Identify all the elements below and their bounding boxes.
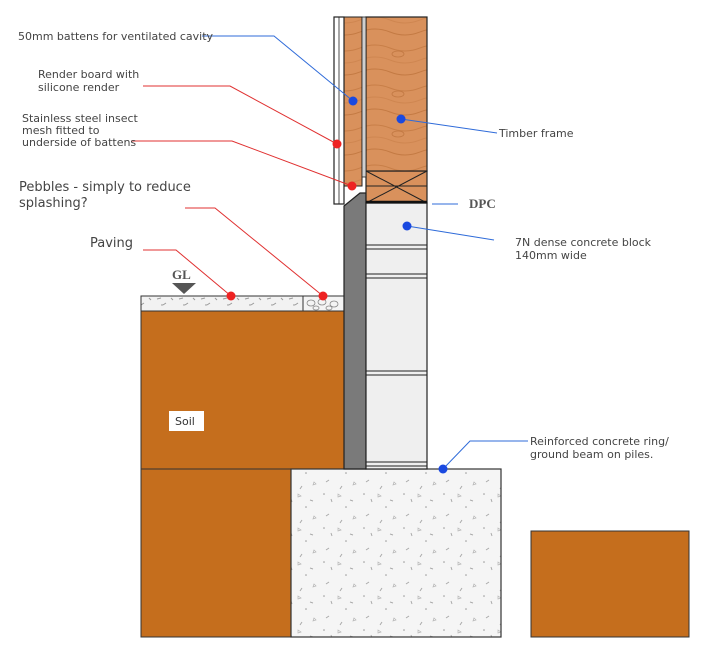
soil-lower-left [140, 468, 292, 638]
label-block-1: 7N dense concrete block [515, 236, 652, 249]
label-beam-2: ground beam on piles. [530, 448, 653, 461]
soil-label: Soil [175, 415, 195, 428]
timber-frame [365, 16, 428, 172]
paving-slab [140, 295, 304, 312]
gl-label: GL [172, 267, 191, 282]
sole-plate-cross [365, 170, 428, 204]
block-joints [366, 244, 427, 467]
label-block-2: 140mm wide [515, 249, 587, 262]
soil-right [530, 530, 690, 638]
ground-beam [290, 468, 502, 638]
label-dpc: DPC [469, 196, 496, 211]
cavity-render-board [343, 192, 367, 470]
concrete-block-wall [365, 202, 428, 470]
label-paving: Paving [90, 236, 133, 251]
label-mesh-2: mesh fitted to [22, 124, 100, 137]
label-render-board-1: Render board with [38, 68, 139, 81]
leaders-red [131, 85, 353, 297]
label-battens: 50mm battens for ventilated cavity [18, 30, 214, 43]
soil-label-box [169, 411, 204, 431]
circle-dot-icon [226, 96, 448, 474]
label-pebbles-2: splashing? [19, 196, 88, 211]
label-beam-1: Reinforced concrete ring/ [530, 435, 669, 448]
label-render-board-2: silicone render [38, 81, 120, 94]
label-mesh-1: Stainless steel insect [22, 112, 139, 125]
triangle-down-icon [172, 283, 196, 294]
leaders-blue [202, 35, 528, 470]
label-pebbles-1: Pebbles - simply to reduce [19, 180, 191, 195]
label-mesh-3: underside of battens [22, 136, 136, 149]
label-timber-frame: Timber frame [498, 127, 574, 140]
membrane-strip [361, 16, 367, 178]
soil-upper [140, 310, 345, 470]
